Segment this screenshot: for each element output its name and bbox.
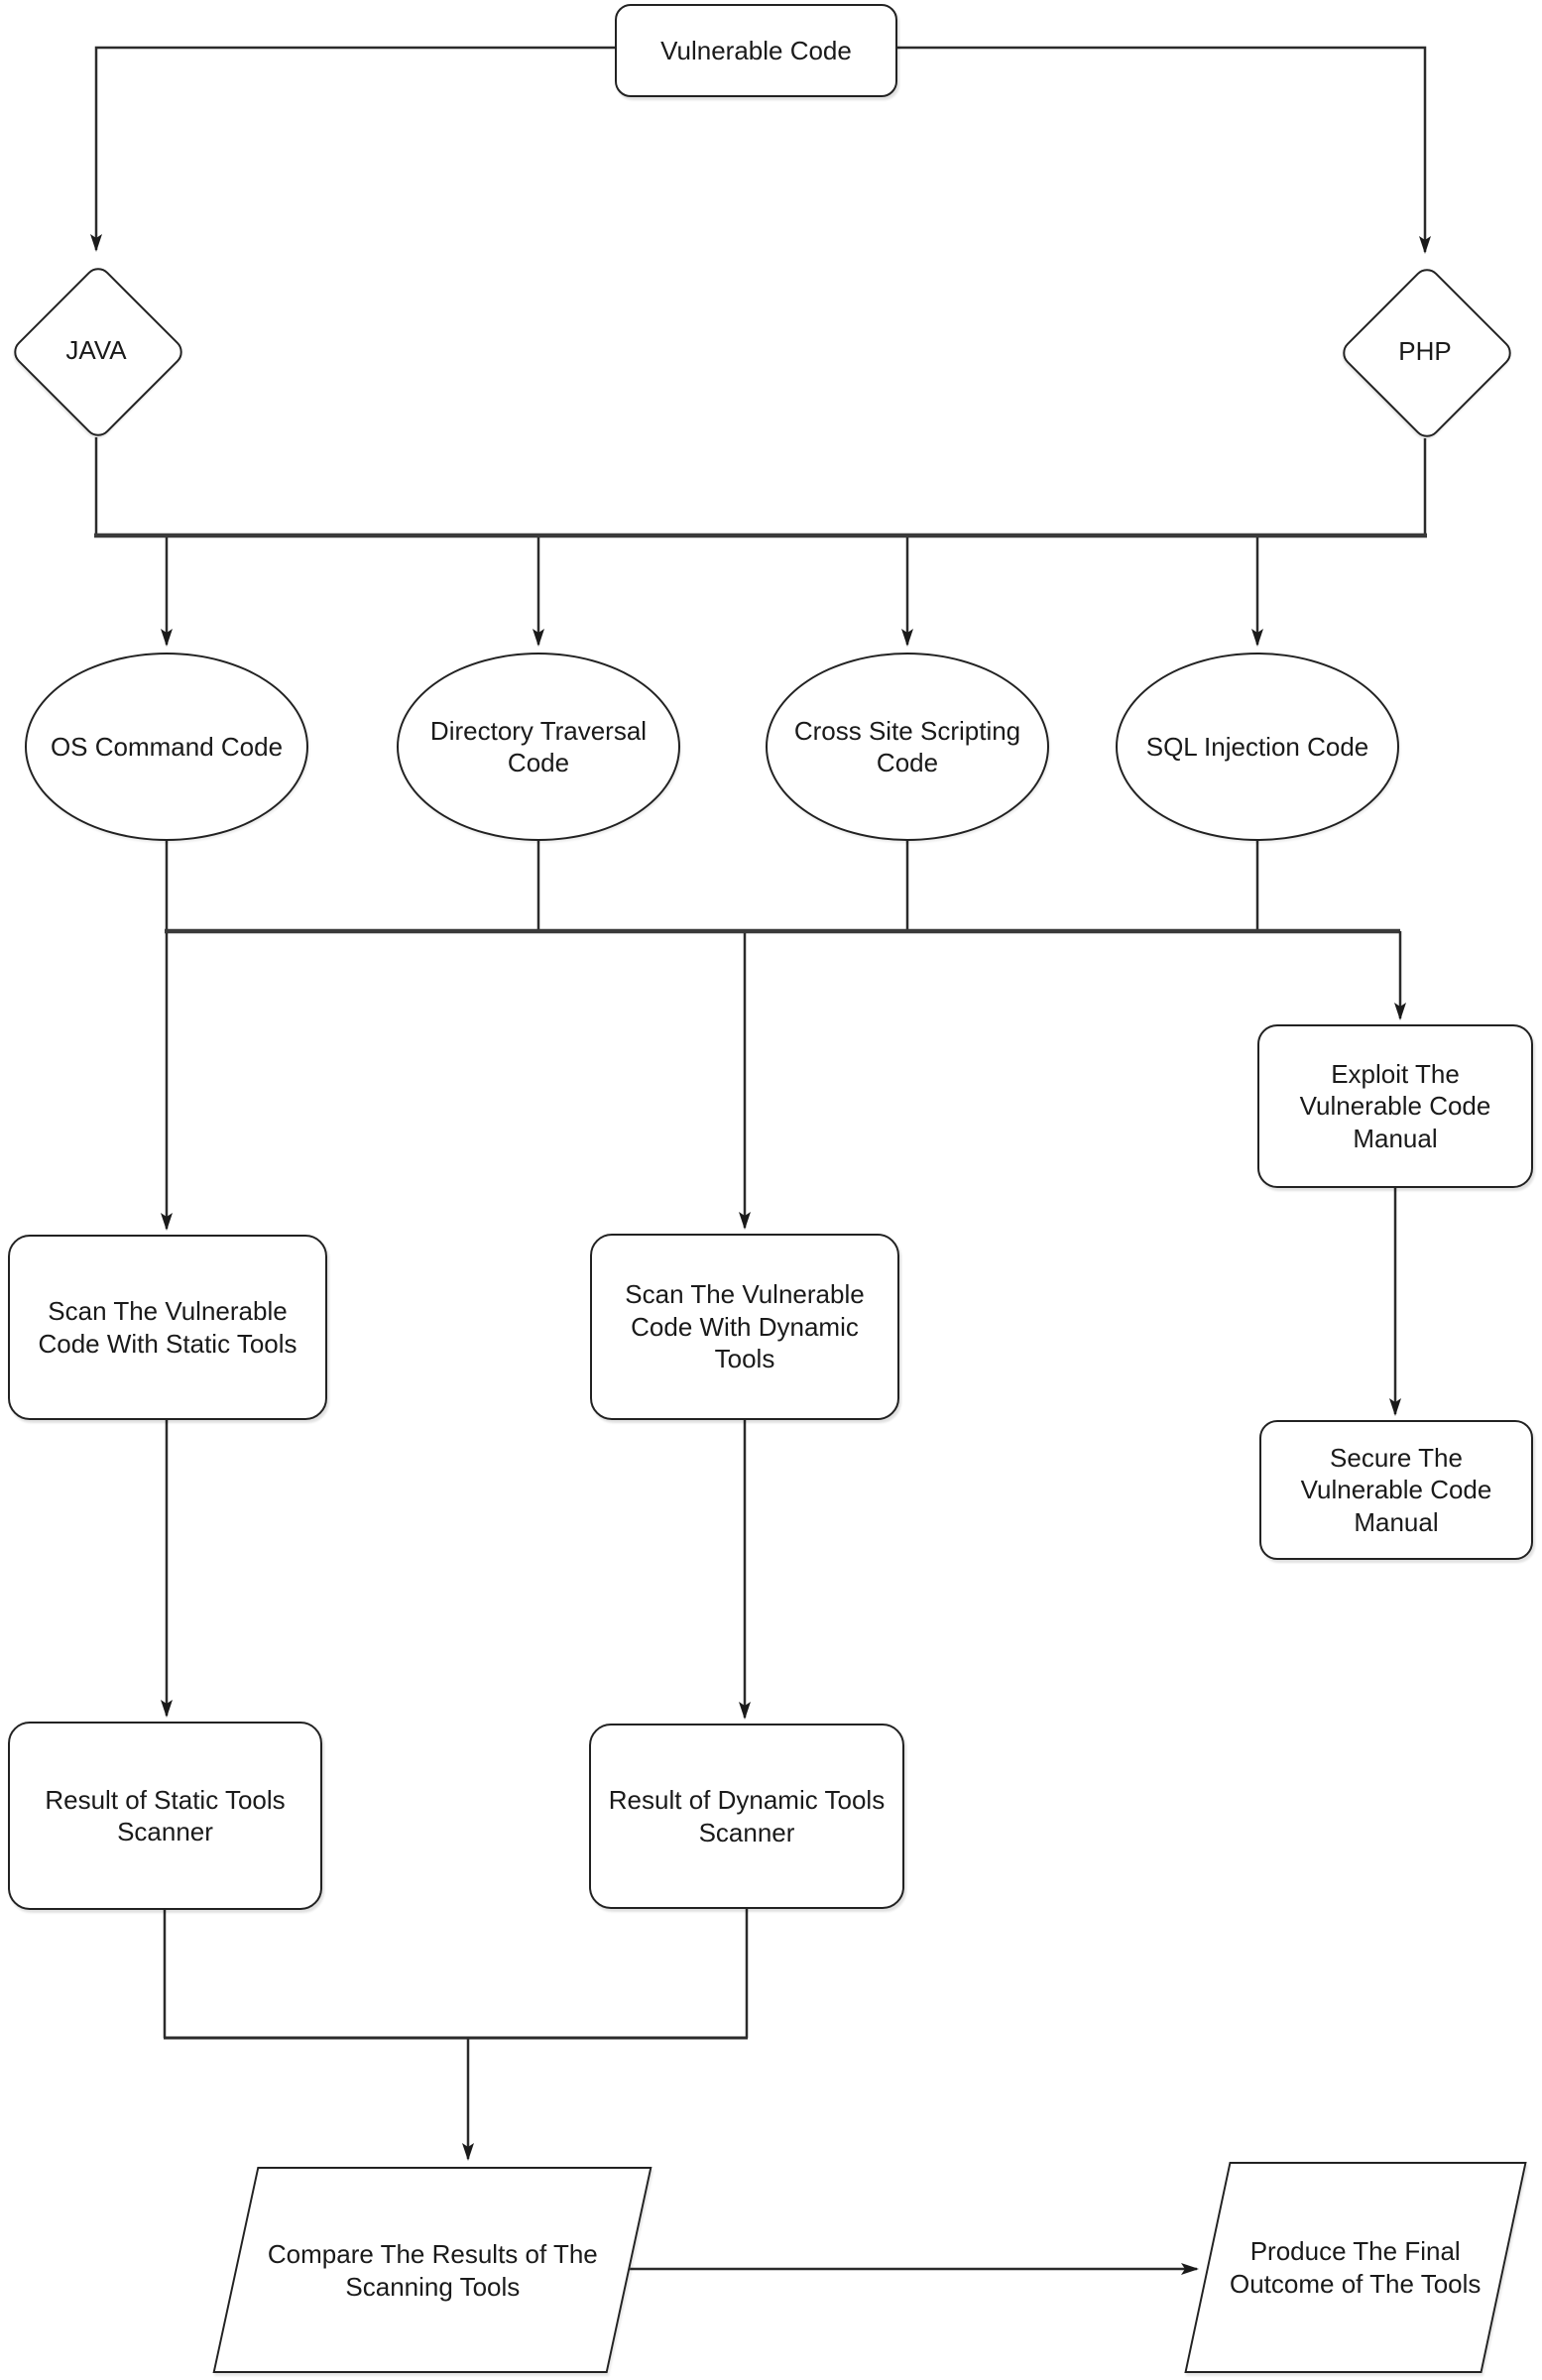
edge-vulnerablecode-java [90, 46, 615, 252]
edges [90, 46, 1431, 2275]
node-secure-manual-label: Secure The Vulnerable Code Manual [1300, 1442, 1492, 1537]
node-compare-results: Compare The Results of The Scanning Tool… [212, 2167, 652, 2373]
diamond-shape [1337, 263, 1517, 443]
node-produce-outcome: Produce The Final Outcome of The Tools [1184, 2162, 1527, 2373]
node-vulnerable-code: Vulnerable Code [615, 4, 897, 97]
node-result-dynamic: Result of Dynamic Tools Scanner [589, 1724, 904, 1909]
node-produce-outcome-label: Produce The Final Outcome of The Tools [1230, 2236, 1482, 2299]
node-os-command-code-label: OS Command Code [50, 731, 284, 762]
node-scan-dynamic-label: Scan The Vulnerable Code With Dynamic To… [625, 1279, 865, 1374]
node-php: PHP [1337, 263, 1517, 443]
node-scan-static-label: Scan The Vulnerable Code With Static Too… [38, 1296, 297, 1359]
node-result-static-label: Result of Static Tools Scanner [45, 1784, 286, 1847]
node-sql-injection-code-label: SQL Injection Code [1145, 731, 1369, 762]
node-cross-site-scripting-code: Cross Site Scripting Code [766, 653, 1049, 841]
node-result-static: Result of Static Tools Scanner [8, 1722, 322, 1910]
node-result-dynamic-label: Result of Dynamic Tools Scanner [608, 1785, 886, 1847]
node-vulnerable-code-label: Vulnerable Code [660, 35, 852, 65]
node-compare-results-label: Compare The Results of The Scanning Tool… [267, 2238, 598, 2302]
node-cross-site-scripting-code-label: Cross Site Scripting Code [793, 715, 1021, 778]
edge-vulnerablecode-php [897, 46, 1431, 254]
node-directory-traversal-code-label: Directory Traversal Code [429, 715, 648, 778]
node-scan-dynamic: Scan The Vulnerable Code With Dynamic To… [590, 1234, 899, 1420]
node-scan-static: Scan The Vulnerable Code With Static Too… [8, 1235, 327, 1420]
node-os-command-code: OS Command Code [25, 653, 308, 841]
node-directory-traversal-code: Directory Traversal Code [397, 653, 680, 841]
node-secure-manual: Secure The Vulnerable Code Manual [1259, 1420, 1533, 1560]
node-exploit-manual: Exploit The Vulnerable Code Manual [1257, 1024, 1533, 1188]
node-sql-injection-code: SQL Injection Code [1116, 653, 1399, 841]
diamond-shape [8, 262, 188, 442]
node-java: JAVA [8, 262, 188, 442]
node-exploit-manual-label: Exploit The Vulnerable Code Manual [1299, 1058, 1491, 1153]
